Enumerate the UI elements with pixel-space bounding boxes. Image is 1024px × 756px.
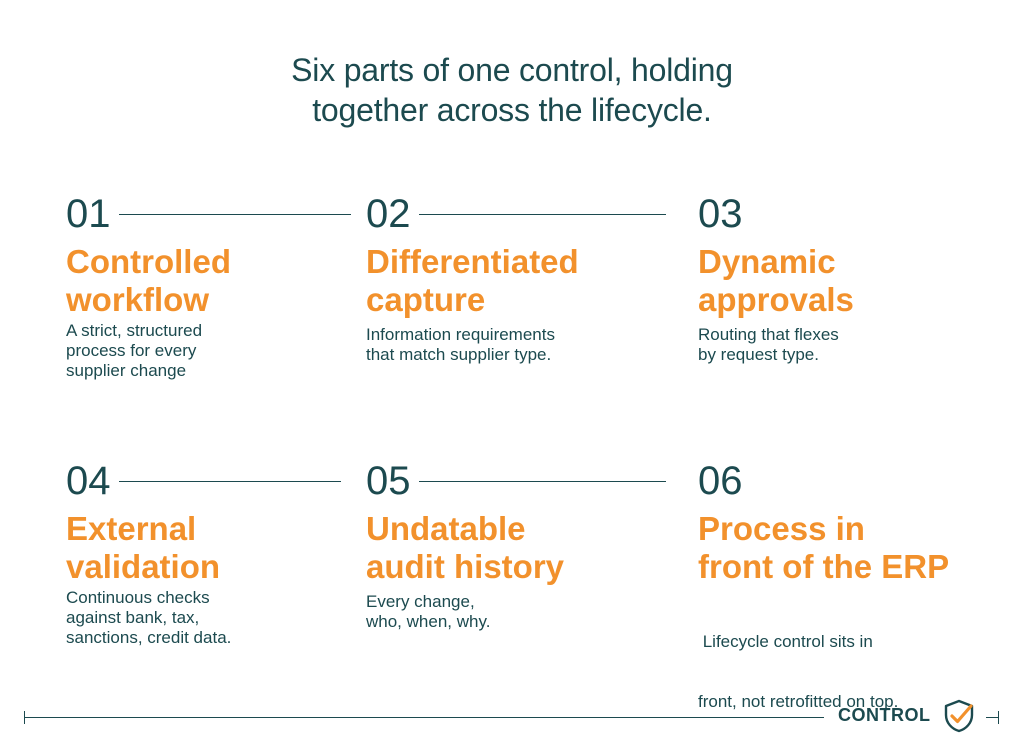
item-title-line: External (66, 510, 197, 547)
item-title-line: validation (66, 548, 221, 585)
item-number-row: 02 (366, 191, 666, 237)
item-number: 03 (698, 192, 743, 236)
item-description-line: Lifecycle control sits in (698, 632, 873, 651)
item-number-row: 03 (698, 191, 998, 237)
item-number-row: 05 (366, 458, 666, 504)
item-description-line: who, when, why. (366, 612, 491, 631)
item-divider (118, 480, 341, 482)
item-number-row: 06 (698, 458, 998, 504)
headline-line-1: Six parts of one control, holding (291, 52, 733, 88)
item-description: Routing that flexes by request type. (698, 325, 998, 365)
headline: Six parts of one control, holding togeth… (0, 50, 1024, 130)
item-divider (118, 213, 351, 215)
item-undatable-audit-history: 05 Undatable audit history Every change,… (366, 458, 666, 632)
item-title: External validation (66, 510, 366, 586)
item-description: Continuous checks against bank, tax, san… (66, 588, 366, 648)
item-description-line: against bank, tax, (66, 608, 200, 627)
item-title: Process in front of the ERP (698, 510, 998, 586)
item-title-line: Process in (698, 510, 865, 547)
item-description-line: front, not retrofitted on top. (698, 692, 899, 711)
item-title-line: workflow (66, 281, 210, 318)
item-number: 05 (366, 459, 411, 503)
item-description-line: Information requirements (366, 325, 555, 344)
item-title-line: Dynamic (698, 243, 836, 280)
headline-line-2: together across the lifecycle. (312, 92, 712, 128)
item-title-line: Undatable (366, 510, 526, 547)
item-description-line: A strict, structured (66, 321, 203, 340)
item-description: Information requirements that match supp… (366, 325, 666, 365)
brand-name: CONTROL (838, 705, 931, 725)
footer-tick-right (998, 711, 999, 724)
item-title-line: approvals (698, 281, 854, 318)
item-title-line: Controlled (66, 243, 231, 280)
item-description-line: supplier change (66, 361, 187, 380)
item-description-line: that match supplier type. (366, 345, 552, 364)
shield-check-icon (944, 699, 974, 733)
item-title: Dynamic approvals (698, 243, 998, 319)
item-description: Lifecycle control sits in front, not ret… (698, 592, 998, 752)
item-number: 04 (66, 459, 111, 503)
item-number-row: 01 (66, 191, 366, 237)
item-title-line: audit history (366, 548, 565, 585)
item-description-line: Routing that flexes (698, 325, 839, 344)
item-description: A strict, structured process for every s… (66, 321, 366, 381)
item-dynamic-approvals: 03 Dynamic approvals Routing that flexes… (698, 191, 998, 365)
item-controlled-workflow: 01 Controlled workflow A strict, structu… (66, 191, 366, 381)
item-title: Undatable audit history (366, 510, 666, 586)
item-description-line: by request type. (698, 345, 819, 364)
item-title-line: front of the ERP (698, 548, 950, 585)
item-description-line: sanctions, credit data. (66, 628, 232, 647)
item-number-row: 04 (66, 458, 366, 504)
item-title-line: Differentiated (366, 243, 579, 280)
item-description: Every change, who, when, why. (366, 592, 666, 632)
item-title: Controlled workflow (66, 243, 366, 319)
item-number: 01 (66, 192, 111, 236)
item-description-line: Every change, (366, 592, 475, 611)
item-number: 06 (698, 459, 743, 503)
item-external-validation: 04 External validation Continuous checks… (66, 458, 366, 648)
item-description-line: process for every (66, 341, 197, 360)
footer-divider (24, 717, 824, 718)
item-number: 02 (366, 192, 411, 236)
item-description-line: Continuous checks (66, 588, 210, 607)
item-title-line: capture (366, 281, 486, 318)
item-differentiated-capture: 02 Differentiated capture Information re… (366, 191, 666, 365)
footer-divider-right (986, 717, 998, 718)
item-process-in-front-of-erp: 06 Process in front of the ERP Lifecycle… (698, 458, 998, 752)
item-divider (418, 480, 666, 482)
item-title: Differentiated capture (366, 243, 666, 319)
item-divider (418, 213, 666, 215)
